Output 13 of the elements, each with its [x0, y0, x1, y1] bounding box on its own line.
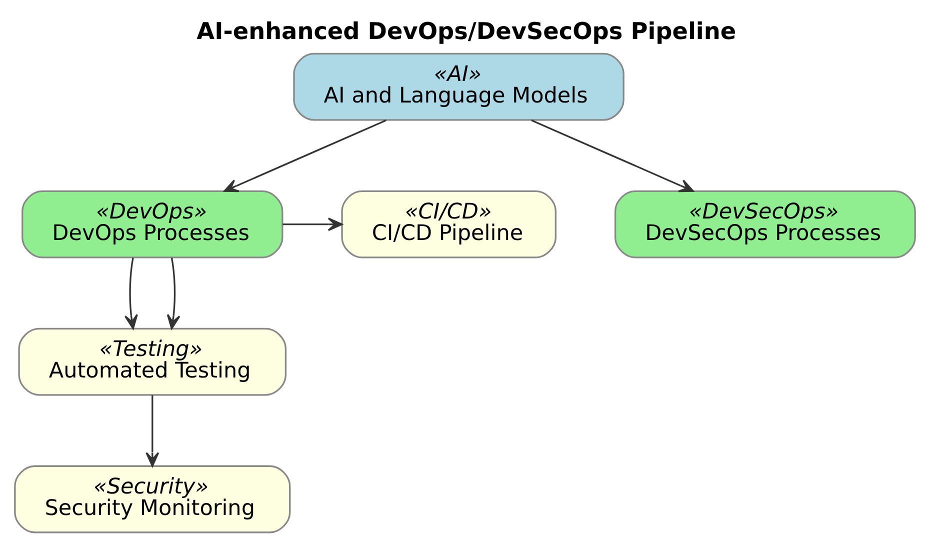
node-box: «Security» Security Monitoring: [14, 465, 291, 534]
node-box: «CI/CD» CI/CD Pipeline: [341, 190, 556, 258]
arrow: [146, 395, 160, 467]
node-box: «AI» AI and Language Models: [293, 52, 624, 121]
node-box: «DevSecOps» DevSecOps Processes: [614, 190, 916, 258]
diagram-title: AI-enhanced DevOps/DevSecOps Pipeline: [196, 18, 736, 46]
node-box: «DevOps» DevOps Processes: [22, 190, 284, 258]
node-box: «Testing» Automated Testing: [18, 328, 287, 396]
arrow: [531, 120, 694, 192]
arrow: [166, 258, 180, 330]
arrow: [282, 218, 343, 232]
arrow: [124, 258, 138, 330]
arrow: [224, 120, 387, 192]
